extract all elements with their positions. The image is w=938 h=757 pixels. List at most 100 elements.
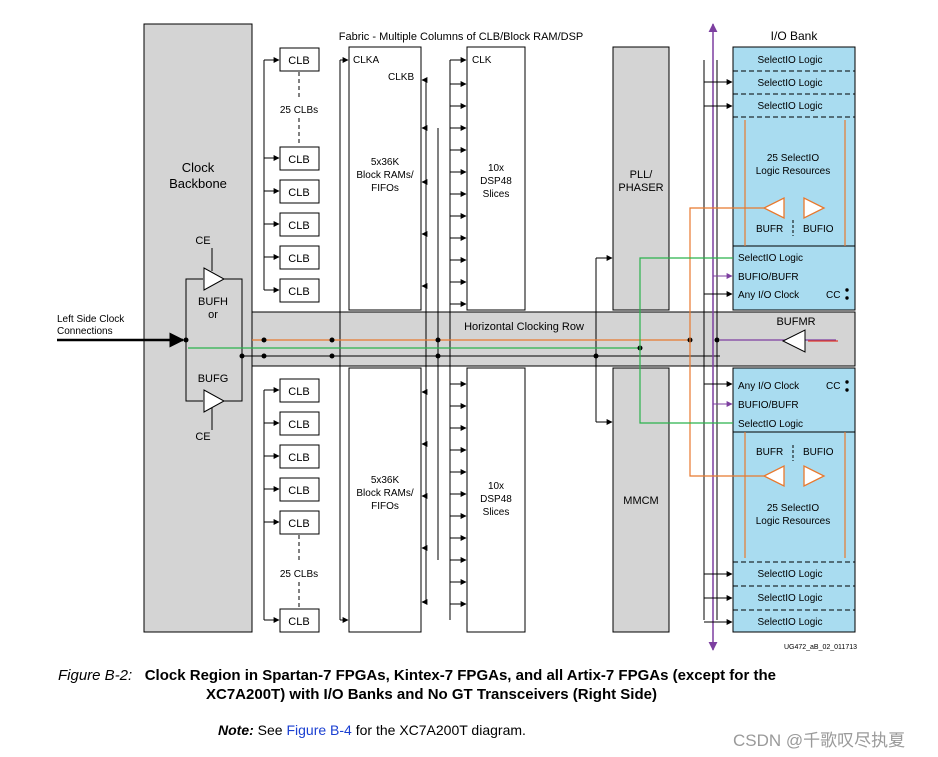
figure-b4-link[interactable]: Figure B-4 (286, 722, 352, 738)
note-pre: See (257, 722, 283, 738)
dsp-top-2: DSP48 (480, 176, 512, 187)
clb-label: CLB (288, 452, 309, 464)
selectio-res-1: 25 SelectIO (767, 503, 819, 514)
horizontal-clocking-row (251, 311, 856, 367)
clb-label: CLB (288, 55, 309, 67)
bram-top-2: Block RAMs/ (356, 170, 413, 181)
dsp-block-top (466, 46, 526, 311)
pll-label-1: PLL/ (630, 169, 654, 181)
mmcm-block (612, 367, 670, 633)
dsp-top-1: 10x (488, 163, 504, 174)
bram-bot-3: FIFOs (371, 501, 399, 512)
left-side-label-1: Left Side Clock (57, 314, 125, 325)
figure-title-line2: XC7A200T) with I/O Banks and No GT Trans… (206, 686, 657, 703)
selectio-logic: SelectIO Logic (757, 55, 822, 66)
bram-block-top (348, 46, 422, 311)
bufg-label: BUFG (198, 373, 229, 385)
clb-boxes-bottom (279, 378, 320, 633)
ce-label-bottom: CE (195, 431, 210, 443)
bram-block-bottom (348, 367, 422, 633)
bufmr-buffer (781, 329, 806, 353)
selectio-res-2: Logic Resources (756, 516, 830, 527)
selectio-logic: SelectIO Logic (757, 593, 822, 604)
dsp-bot-1: 10x (488, 481, 504, 492)
bufh-label: BUFH (198, 296, 228, 308)
note: Note: See Figure B-4 for the XC7A200T di… (218, 722, 526, 738)
left-side-label-2: Connections (57, 326, 113, 337)
mmcm-label: MMCM (623, 495, 658, 507)
clb-label: CLB (288, 518, 309, 530)
clbs-25-top: 25 CLBs (280, 105, 318, 116)
bram-bot-2: Block RAMs/ (356, 488, 413, 499)
bram-top-3: FIFOs (371, 183, 399, 194)
clb-label: CLB (288, 286, 309, 298)
pll-phaser-block (612, 46, 670, 311)
selectio-res-1: 25 SelectIO (767, 153, 819, 164)
dsp-bot-3: Slices (483, 507, 510, 518)
bufr-label-top: BUFR (756, 224, 783, 235)
clock-backbone-label-2: Backbone (169, 176, 227, 191)
bufg-buffer (203, 389, 226, 430)
clb-label: CLB (288, 220, 309, 232)
clb-label: CLB (288, 253, 309, 265)
pll-mmcm-feed (596, 255, 613, 425)
figure-title-line1: Clock Region in Spartan-7 FPGAs, Kintex-… (144, 667, 776, 684)
selectio-logic: SelectIO Logic (757, 617, 822, 628)
clock-backbone-label-1: Clock (182, 160, 215, 175)
note-post: for the XC7A200T diagram. (355, 722, 526, 738)
selectio-logic: SelectIO Logic (757, 569, 822, 580)
bram-dsp-feed-arrows (421, 57, 467, 607)
dsp-top-3: Slices (483, 189, 510, 200)
clb-boxes-top (279, 47, 320, 303)
figure-caption: Figure B-2: Clock Region in Spartan-7 FP… (58, 666, 878, 686)
clkb-label: CLKB (388, 72, 414, 83)
clb-label: CLB (288, 485, 309, 497)
dsp-block-bottom (466, 367, 526, 633)
cc-dots (845, 288, 849, 392)
clb-label: CLB (288, 154, 309, 166)
clock-region-diagram: Clock Backbone Horizontal Clocking Row P… (57, 23, 857, 651)
pll-label-2: PHASER (618, 182, 663, 194)
clb-label: CLB (288, 187, 309, 199)
bufio-bufr-bottom: BUFIO/BUFR (738, 400, 799, 411)
selectio-logic-left: SelectIO Logic (738, 419, 803, 430)
bufr-bufio-top (762, 196, 826, 220)
dsp-bot-2: DSP48 (480, 494, 512, 505)
cc-label-bottom: CC (826, 381, 840, 392)
clk-label: CLK (472, 55, 492, 66)
cc-label-top: CC (826, 290, 840, 301)
bufmr-label: BUFMR (776, 316, 815, 328)
clka-label: CLKA (353, 55, 379, 66)
clb-label: CLB (288, 419, 309, 431)
clb-label: CLB (288, 616, 309, 628)
orange-wiring (689, 120, 846, 558)
bufr-bufio-bottom (762, 464, 826, 488)
clb-feed-arrows (264, 57, 349, 623)
green-wiring (639, 257, 733, 424)
figure-ref-code: UG472_aB_02_011713 (784, 644, 857, 651)
bufio-label-bottom: BUFIO (803, 447, 834, 458)
any-io-clock-bottom: Any I/O Clock (738, 381, 800, 392)
bufio-label-top: BUFIO (803, 224, 834, 235)
clock-backbone (143, 23, 253, 633)
io-bank-title: I/O Bank (771, 29, 819, 43)
bufio-bufr-top: BUFIO/BUFR (738, 272, 799, 283)
selectio-logic-left: SelectIO Logic (738, 253, 803, 264)
bufh-or-label: or (208, 309, 218, 321)
selectio-logic: SelectIO Logic (757, 101, 822, 112)
watermark: CSDN @千歌叹尽执夏 (733, 731, 906, 750)
bufh-buffer (203, 248, 226, 291)
bufr-label-bottom: BUFR (756, 447, 783, 458)
io-feed-arrows (704, 79, 733, 625)
io-dividers (733, 70, 855, 611)
fabric-title: Fabric - Multiple Columns of CLB/Block R… (339, 31, 584, 43)
hcr-label: Horizontal Clocking Row (464, 321, 584, 333)
ce-label-top: CE (195, 235, 210, 247)
bram-bot-1: 5x36K (371, 475, 400, 486)
figure-number: Figure B-2: (58, 667, 133, 684)
selectio-logic: SelectIO Logic (757, 78, 822, 89)
io-purple-arrows (713, 273, 733, 407)
io-bank-top (732, 46, 856, 311)
bram-top-1: 5x36K (371, 157, 400, 168)
backbone-wiring (185, 278, 243, 402)
